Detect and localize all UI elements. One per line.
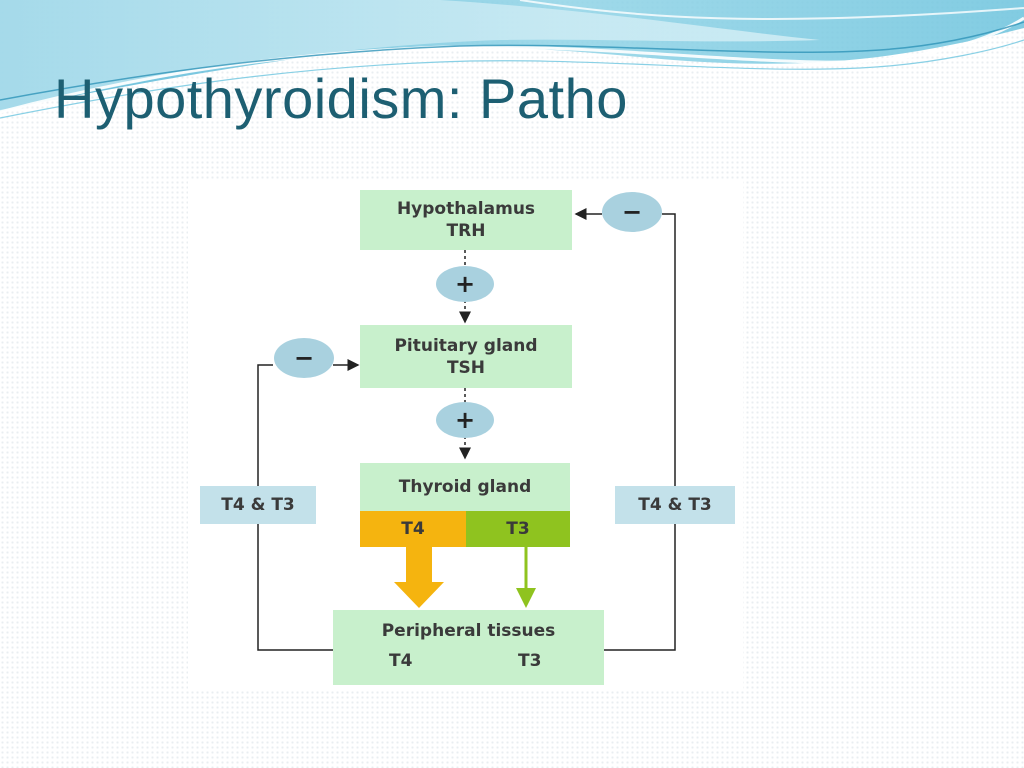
stimulation-plus-2: + — [436, 402, 494, 438]
right-feedback-label: T4 & T3 — [615, 486, 735, 524]
thyroid-t3-cell: T3 — [466, 511, 570, 547]
header-wave-decoration — [0, 0, 1024, 119]
t3-output-head — [516, 588, 536, 608]
slide-title: Hypothyroidism: Patho — [54, 67, 628, 130]
conversion-t4-label: T4 — [389, 651, 413, 671]
inhibition-minus-right: − — [602, 192, 662, 232]
tsh-label: TSH — [446, 357, 486, 378]
right-feedback-line — [604, 213, 676, 651]
t4-output-arrow — [394, 547, 444, 608]
thyroid-label: Thyroid gland — [398, 477, 532, 497]
hypothalamus-box: Hypothalamus TRH — [360, 190, 572, 250]
left-feedback-label: T4 & T3 — [200, 486, 316, 524]
trh-label: TRH — [446, 221, 486, 241]
thyroid-feedback-diagram: Hypothalamus TRH + Pituitary gland TSH +… — [188, 180, 743, 690]
peripheral-tissues-box: Peripheral tissues — [333, 610, 604, 685]
stimulation-plus-1: + — [436, 266, 494, 302]
hypothalamus-label: Hypothalamus — [396, 199, 536, 219]
thyroid-t4-cell: T4 — [360, 511, 466, 547]
conversion-t3-label: T3 — [518, 651, 542, 671]
thyroid-box: Thyroid gland — [360, 463, 570, 511]
pituitary-label: Pituitary gland — [394, 335, 538, 356]
peripheral-tissues-label: Peripheral tissues — [381, 621, 556, 641]
inhibition-minus-left: − — [274, 338, 334, 378]
pituitary-box: Pituitary gland TSH — [360, 325, 572, 388]
